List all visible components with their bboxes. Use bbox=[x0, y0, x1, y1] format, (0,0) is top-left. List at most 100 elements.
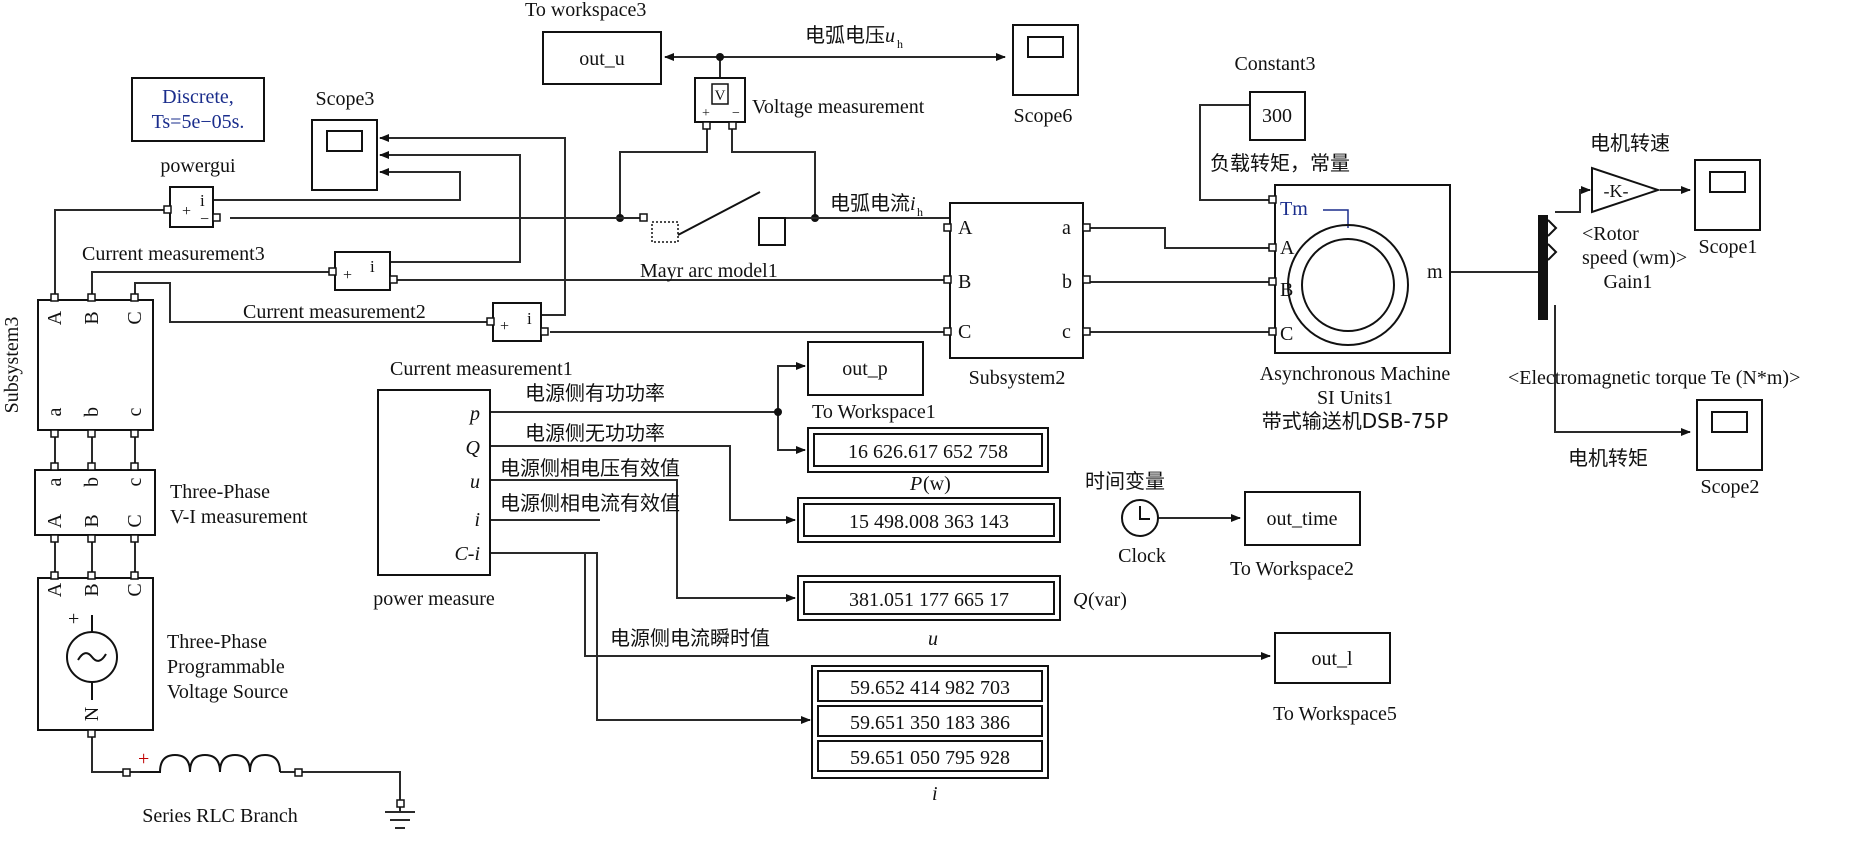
voltage-source-block[interactable]: A B C + N Three-Phase Programmable Volta… bbox=[37, 577, 288, 731]
svg-text:V-I measurement: V-I measurement bbox=[170, 506, 308, 528]
svg-text:电弧电压: 电弧电压 bbox=[805, 23, 885, 47]
voltage-measurement-block[interactable]: V + − Voltage measurement bbox=[694, 77, 925, 123]
svg-text:Clock: Clock bbox=[1118, 545, 1166, 567]
svg-text:i: i bbox=[200, 191, 205, 210]
svg-text:C: C bbox=[124, 311, 146, 324]
svg-text:Gain1: Gain1 bbox=[1604, 271, 1653, 293]
scope6-block[interactable]: Scope6 bbox=[1012, 24, 1079, 127]
load-torque-label: 负载转矩，常量 bbox=[1210, 151, 1350, 175]
svg-text:b: b bbox=[81, 407, 103, 417]
mayr-label: Mayr arc model1 bbox=[640, 260, 778, 282]
scope3-label: Scope3 bbox=[316, 88, 375, 110]
svg-text:power measure: power measure bbox=[373, 588, 495, 610]
mayr-arc-model-block[interactable]: Mayr arc model1 bbox=[640, 191, 786, 282]
svg-text:−: − bbox=[200, 211, 209, 228]
svg-text:P: P bbox=[909, 473, 922, 495]
display-u-value: 381.051 177 665 17 bbox=[849, 589, 1009, 611]
scope6-label: Scope6 bbox=[1014, 105, 1073, 127]
motor-speed-label: 电机转速 bbox=[1590, 131, 1670, 155]
svg-text:SI Units1: SI Units1 bbox=[1317, 387, 1393, 409]
svg-text:c: c bbox=[124, 477, 146, 486]
current-instant-label: 电源侧电流瞬时值 bbox=[610, 626, 770, 650]
constant3-label: Constant3 bbox=[1234, 53, 1315, 75]
svg-text:To Workspace1: To Workspace1 bbox=[812, 401, 936, 423]
time-var-label: 时间变量 bbox=[1085, 469, 1165, 493]
svg-text:Asynchronous Machine: Asynchronous Machine bbox=[1260, 363, 1451, 385]
display-u: 381.051 177 665 17 Q (var) u bbox=[797, 575, 1127, 650]
arc-current-label: 电弧电流 i h bbox=[830, 191, 923, 219]
svg-text:a: a bbox=[1062, 217, 1071, 239]
subsystem2-block[interactable]: A B C a b c Subsystem2 bbox=[949, 202, 1084, 389]
svg-text:C: C bbox=[1280, 323, 1293, 345]
motor-torque-label: 电机转矩 bbox=[1568, 446, 1648, 470]
current-measurement-top[interactable]: + i − bbox=[169, 186, 214, 228]
to-workspace3-label: To workspace3 bbox=[525, 0, 646, 21]
display-i-value2: 59.651 350 183 386 bbox=[850, 712, 1010, 734]
arc-voltage-label: 电弧电压 u h bbox=[805, 23, 903, 51]
phase-current-label: 电源侧相电流有效值 bbox=[500, 491, 680, 515]
svg-text:speed (wm)>: speed (wm)> bbox=[1582, 247, 1687, 269]
svg-text:h: h bbox=[897, 37, 903, 51]
subsystem3-block[interactable]: A B C a b c Subsystem3 bbox=[1, 299, 154, 431]
svg-text:+: + bbox=[182, 203, 191, 220]
svg-text:+: + bbox=[343, 267, 352, 284]
svg-text:To Workspace5: To Workspace5 bbox=[1273, 703, 1397, 725]
bus-selector-block[interactable] bbox=[1538, 215, 1558, 320]
svg-text:(w): (w) bbox=[923, 473, 951, 495]
svg-text:h: h bbox=[917, 205, 923, 219]
svg-text:i: i bbox=[910, 193, 916, 215]
display-i-value1: 59.652 414 982 703 bbox=[850, 677, 1010, 699]
svg-text:B: B bbox=[81, 311, 103, 324]
svg-text:A: A bbox=[44, 310, 66, 325]
to-workspace2-block[interactable]: out_time To Workspace2 bbox=[1230, 491, 1361, 580]
scope2-block[interactable]: 电机转矩 Scope2 bbox=[1568, 399, 1763, 498]
svg-text:<Rotor: <Rotor bbox=[1582, 223, 1639, 245]
powergui-block[interactable]: Discrete, Ts=5e−05s. powergui bbox=[131, 77, 265, 177]
asynchronous-machine-block[interactable]: Tm A B C m Asynchronous Machine SI Units… bbox=[1260, 184, 1451, 433]
gain1-block[interactable]: 电机转速 -K- <Rotor speed (wm)> Gain1 bbox=[1582, 131, 1687, 293]
to-workspace5-block[interactable]: out_l To Workspace5 bbox=[1273, 632, 1397, 725]
svg-text:B: B bbox=[81, 514, 103, 527]
series-rlc-block[interactable]: + Series RLC Branch bbox=[138, 748, 298, 827]
svg-text:m: m bbox=[1427, 261, 1443, 283]
display-p: 16 626.617 652 758 P (w) bbox=[807, 427, 1049, 495]
svg-text:i: i bbox=[474, 509, 480, 531]
powergui-line1: Discrete, bbox=[162, 86, 234, 108]
scope3-block[interactable]: Scope3 bbox=[311, 88, 378, 191]
clock-block[interactable]: 时间变量 Clock bbox=[1085, 469, 1166, 567]
svg-text:N: N bbox=[81, 707, 103, 721]
svg-text:Series RLC Branch: Series RLC Branch bbox=[142, 805, 298, 827]
svg-text:i: i bbox=[527, 309, 532, 328]
power-measure-block[interactable]: Current measurement1 p Q u i C-i power m… bbox=[373, 358, 573, 610]
scope1-block[interactable]: Scope1 bbox=[1694, 159, 1761, 258]
to-workspace1-block[interactable]: out_p To Workspace1 bbox=[807, 341, 936, 423]
current-measurement2-block[interactable]: Current measurement2 + i bbox=[243, 301, 542, 342]
svg-text:A: A bbox=[1280, 237, 1295, 259]
svg-text:To Workspace2: To Workspace2 bbox=[1230, 558, 1354, 580]
svg-text:V: V bbox=[715, 88, 726, 104]
constant3-block[interactable]: Constant3 300 负载转矩，常量 bbox=[1210, 53, 1350, 175]
svg-text:-K-: -K- bbox=[1604, 181, 1629, 201]
voltage-measurement-label: Voltage measurement bbox=[752, 96, 925, 118]
current-measurement3-block[interactable]: Current measurement3 + i bbox=[82, 243, 391, 291]
wires bbox=[54, 53, 1691, 829]
svg-text:+: + bbox=[702, 106, 710, 121]
svg-text:a: a bbox=[44, 477, 66, 486]
vi-measurement-block[interactable]: a b c A B C Three-Phase V-I measurement bbox=[34, 469, 308, 536]
subsystem2-label: Subsystem2 bbox=[969, 367, 1066, 389]
svg-text:i: i bbox=[932, 783, 938, 805]
svg-text:a: a bbox=[44, 407, 66, 416]
svg-text:A: A bbox=[958, 217, 973, 239]
svg-text:u: u bbox=[928, 628, 938, 650]
svg-text:(var): (var) bbox=[1088, 589, 1127, 611]
svg-text:Voltage Source: Voltage Source bbox=[167, 681, 288, 703]
display-i-value3: 59.651 050 795 928 bbox=[850, 747, 1010, 769]
svg-text:电弧电流: 电弧电流 bbox=[830, 191, 910, 215]
to-workspace3-block[interactable]: To workspace3 out_u bbox=[525, 0, 662, 85]
current-measurement3-label: Current measurement3 bbox=[82, 243, 265, 265]
constant3-value: 300 bbox=[1262, 105, 1292, 127]
powergui-name: powergui bbox=[160, 155, 236, 177]
svg-text:B: B bbox=[81, 583, 103, 596]
